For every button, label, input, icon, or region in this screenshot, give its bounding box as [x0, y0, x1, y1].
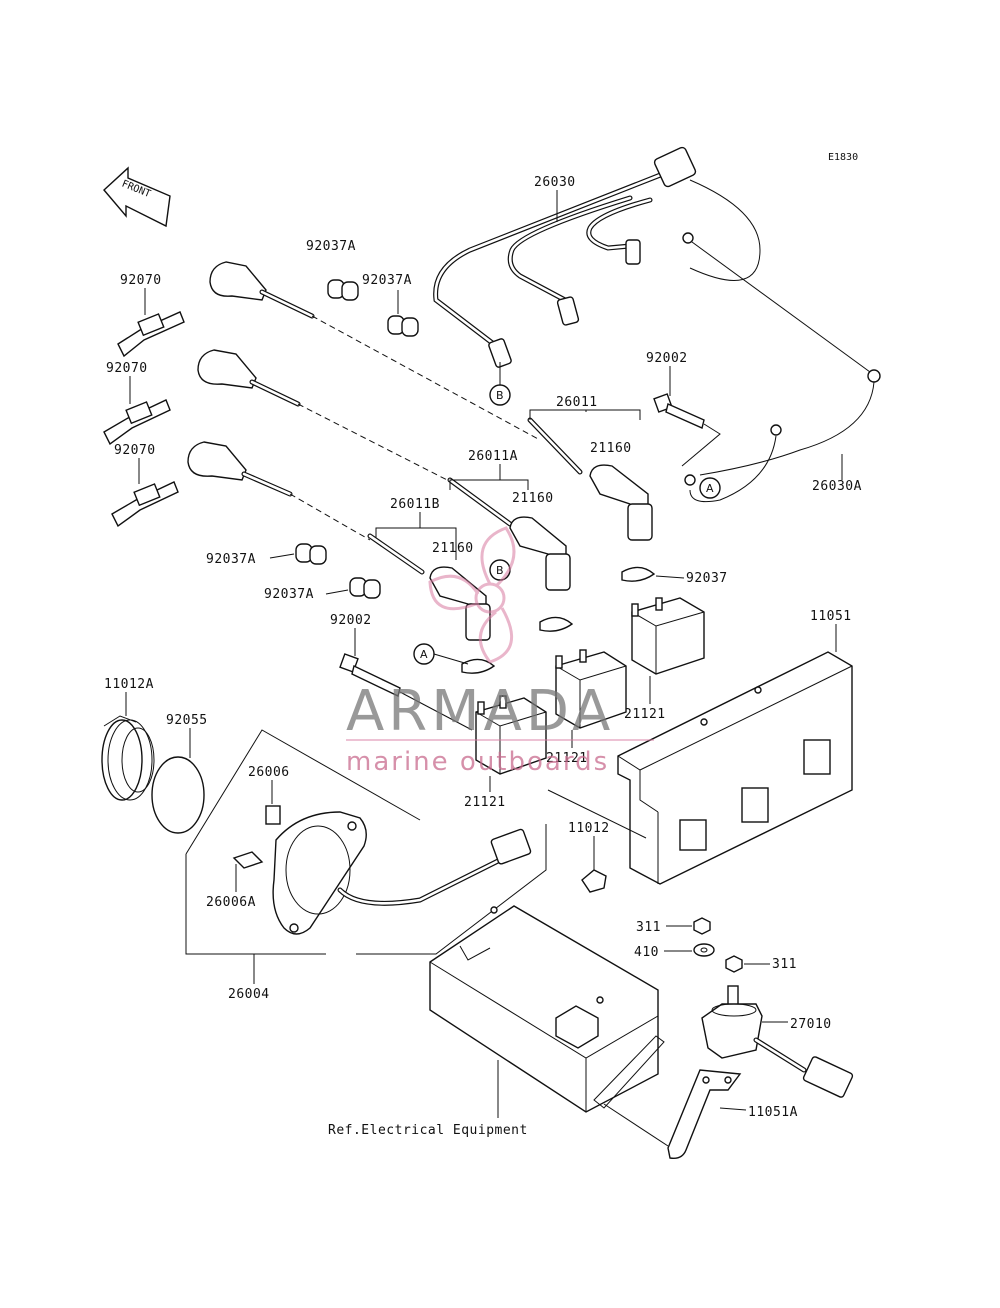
callout-a-text-1: A	[706, 482, 714, 495]
label-grommet: 11012A	[104, 677, 154, 692]
fitting	[581, 869, 607, 893]
label-bolt-top: 92002	[646, 351, 688, 366]
label-washer: 410	[634, 945, 659, 960]
front-arrow-icon: FRONT	[103, 166, 171, 228]
label-pickup-clip-a: 26006A	[206, 895, 256, 910]
label-lead-1: 26011	[556, 395, 598, 410]
clip-a-2	[387, 315, 419, 337]
clip-a-1	[327, 279, 359, 301]
plug-cap-lead-1	[209, 261, 315, 319]
band-1	[621, 566, 656, 582]
bolt-left	[339, 653, 401, 698]
band-2	[539, 616, 574, 632]
pickup-clip	[265, 805, 281, 825]
nut-1	[693, 917, 711, 935]
nut-2	[725, 955, 743, 973]
label-case: 11051	[810, 609, 852, 624]
ignition-harness	[433, 146, 881, 503]
reference-note: Ref.Electrical Equipment	[328, 1123, 528, 1138]
watermark: ARMADA marine outboards	[346, 526, 654, 777]
watermark-tagline: marine outboards	[346, 747, 609, 777]
label-band: 92037	[686, 571, 728, 586]
ignition-coil-3	[475, 695, 547, 775]
starter-relay	[701, 985, 854, 1098]
callout-a-top	[699, 477, 721, 499]
coil-cap-1	[589, 464, 653, 541]
pickup-coil	[272, 811, 532, 935]
callout-b-text-2: B	[496, 564, 504, 577]
label-bolt-left: 92002	[330, 613, 372, 628]
label-relay: 27010	[790, 1017, 832, 1032]
watermark-brand: ARMADA	[346, 679, 614, 744]
ignition-coil-1	[631, 597, 705, 675]
ignition-case	[617, 651, 853, 885]
label-lead-3: 26011B	[390, 497, 440, 512]
label-coil-1: 21121	[624, 707, 666, 722]
label-plug-1: 92070	[120, 273, 162, 288]
clip-a-4	[349, 577, 381, 599]
band-3	[461, 658, 496, 674]
bolt-top	[653, 393, 705, 429]
label-cap-3: 21160	[432, 541, 474, 556]
label-plug-2: 92070	[106, 361, 148, 376]
label-fitting: 11012	[568, 821, 610, 836]
label-oring: 92055	[166, 713, 208, 728]
propeller-logo-icon	[428, 526, 516, 664]
label-nut-2: 311	[772, 957, 797, 972]
label-clip-a-3: 92037A	[206, 552, 256, 567]
label-bracket: 11051A	[748, 1105, 798, 1120]
spark-plug-1	[117, 311, 185, 358]
coil-cap-3	[429, 566, 491, 641]
spark-plug-3	[111, 481, 179, 528]
clip-a-3	[295, 543, 327, 565]
electrical-box	[429, 905, 659, 1113]
label-clip-a-4: 92037A	[264, 587, 314, 602]
callout-a-text-2: A	[420, 648, 428, 661]
label-clip-a-1: 92037A	[306, 239, 356, 254]
pickup-bracket-top	[185, 729, 421, 855]
plug-cap-lead-2	[197, 349, 301, 407]
label-coil-2: 21121	[546, 751, 588, 766]
label-lead-2: 26011A	[468, 449, 518, 464]
label-pickup: 26004	[228, 987, 270, 1002]
label-harness: 26030	[534, 175, 576, 190]
label-harness-ground: 26030A	[812, 479, 862, 494]
callout-b-text-1: B	[496, 389, 504, 402]
diagram-id: E1830	[828, 152, 858, 163]
ignition-coil-2	[555, 649, 627, 729]
spark-plug-2	[103, 399, 171, 446]
coil-cap-2	[509, 516, 571, 591]
plug-cap-lead-3	[187, 441, 293, 497]
grommet	[101, 715, 155, 801]
label-coil-3: 21121	[464, 795, 506, 810]
label-pickup-clip: 26006	[248, 765, 290, 780]
label-clip-a-2: 92037A	[362, 273, 412, 288]
o-ring	[151, 756, 205, 834]
washer	[693, 943, 715, 957]
pickup-clip-a	[232, 851, 264, 869]
relay-bracket	[667, 1069, 742, 1160]
label-nut-1: 311	[636, 920, 661, 935]
label-cap-2: 21160	[512, 491, 554, 506]
label-plug-3: 92070	[114, 443, 156, 458]
label-cap-1: 21160	[590, 441, 632, 456]
